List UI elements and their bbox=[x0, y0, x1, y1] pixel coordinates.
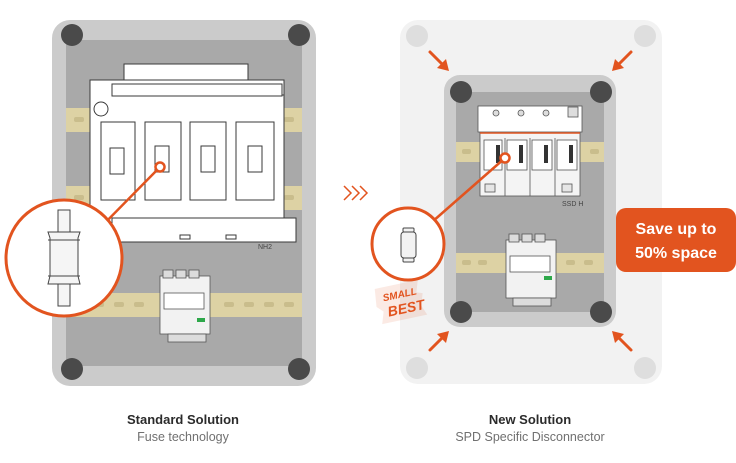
save-space-badge: Save up to 50% space bbox=[616, 208, 736, 272]
small-is-best-stamp: SMALL BEST bbox=[374, 279, 427, 325]
nh2-label: NH2 bbox=[258, 244, 272, 251]
badge-line-2: 50% space bbox=[635, 245, 717, 262]
shrink-arrow-icon bbox=[428, 50, 633, 352]
screw-icon bbox=[450, 301, 472, 323]
standard-solution-caption: Standard Solution Fuse technology bbox=[63, 412, 303, 445]
cartridge-zoom-callout bbox=[370, 152, 511, 282]
ssd-h-label: SSD H bbox=[562, 201, 583, 208]
caption-title: Standard Solution bbox=[127, 412, 239, 427]
svg-text:BEST: BEST bbox=[386, 296, 427, 320]
screw-icon bbox=[288, 24, 310, 46]
fuse-zoom-callout bbox=[4, 161, 166, 318]
spd-module bbox=[159, 269, 211, 343]
nh-fuse-icon bbox=[47, 209, 81, 307]
badge-line-1: Save up to bbox=[636, 221, 717, 238]
screw-icon bbox=[61, 358, 83, 380]
ssd-h-disconnector bbox=[477, 105, 583, 197]
screw-icon bbox=[61, 24, 83, 46]
spd-module bbox=[505, 233, 557, 307]
cartridge-fuse-icon bbox=[400, 227, 417, 263]
screw-icon bbox=[590, 301, 612, 323]
caption-title: New Solution bbox=[488, 412, 572, 427]
screw-icon bbox=[288, 358, 310, 380]
chevrons-right-icon bbox=[343, 185, 369, 201]
caption-subtitle: SPD Specific Disconnector bbox=[455, 430, 605, 444]
screw-icon bbox=[450, 81, 472, 103]
nh2-fuse-switch bbox=[89, 63, 297, 243]
caption-subtitle: Fuse technology bbox=[137, 430, 229, 444]
new-solution-caption: New Solution SPD Specific Disconnector bbox=[410, 412, 650, 445]
screw-icon bbox=[590, 81, 612, 103]
